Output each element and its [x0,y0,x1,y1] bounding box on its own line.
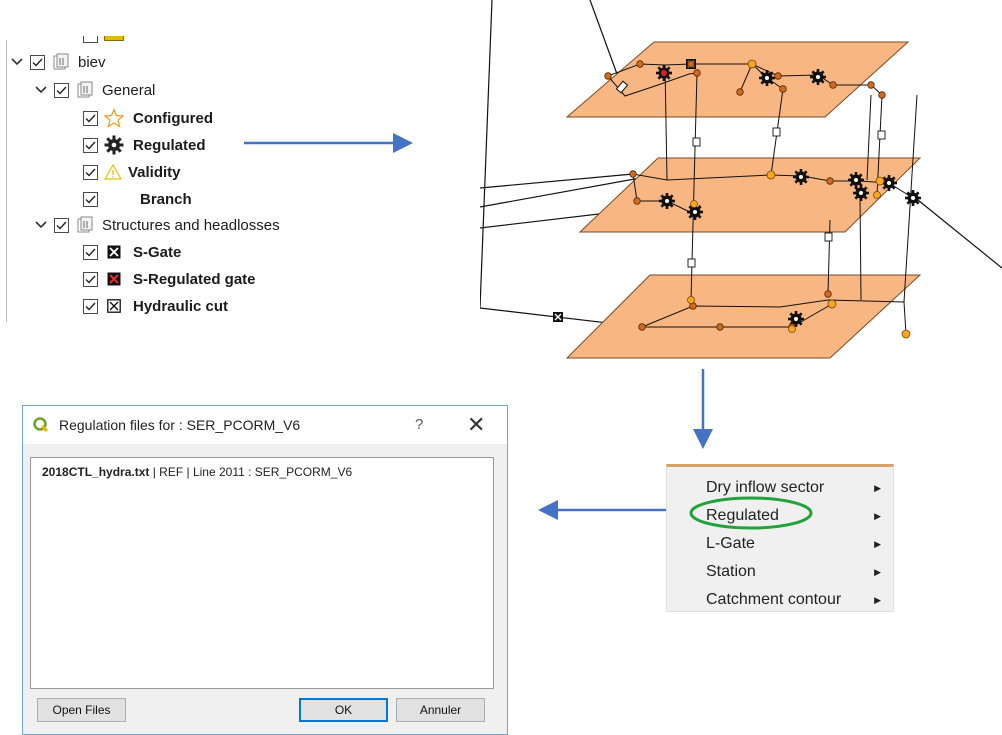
file-detail: | REF | Line 2011 : SER_PCORM_V6 [149,465,353,479]
chevron-down-icon[interactable] [34,83,48,97]
ok-button[interactable]: OK [299,698,388,722]
submenu-arrow-icon: ▶ [874,538,881,549]
plane-bottom [565,274,922,359]
tree-label: Structures and headlosses [102,216,280,234]
menu-item-label: Catchment contour [706,591,842,608]
context-menu: Dry inflow sector ▶ Regulated ▶ L-Gate ▶… [666,464,894,612]
plane-middle [578,157,922,233]
regulation-files-dialog: Regulation files for : SER_PCORM_V6 ? ✕ … [22,405,508,735]
warning-icon [104,162,122,182]
tree-row-biev[interactable]: biev [10,49,106,75]
checkbox[interactable] [83,110,98,126]
menu-item-label: Regulated [706,507,779,524]
tree-label: Regulated [133,136,206,154]
tree-label: Branch [140,190,192,208]
checkbox[interactable] [54,82,69,98]
tree-row-hydraulic-cut[interactable]: Hydraulic cut [83,293,228,319]
tree-label: Hydraulic cut [133,297,229,315]
tree-label: Configured [133,109,213,127]
close-icon[interactable]: ✕ [467,412,486,437]
checkbox[interactable] [83,137,98,153]
tree-label: S-Regulated gate [133,270,256,288]
open-files-button[interactable]: Open Files [37,698,126,722]
tree-row-configured[interactable]: Configured [83,105,213,131]
tree-row-validity[interactable]: Validity [83,159,181,185]
menu-item-label: L-Gate [706,535,755,552]
tree-row-regulated[interactable]: Regulated [83,132,206,158]
checkbox[interactable] [83,36,98,43]
panel-left-border [6,40,7,322]
dialog-title: Regulation files for : SER_PCORM_V6 [59,417,301,433]
submenu-arrow-icon: ▶ [874,594,881,605]
file-name: 2018CTL_hydra.txt [42,465,150,479]
checkbox[interactable] [83,164,98,180]
layer-group-icon [75,80,95,100]
chevron-down-icon[interactable] [34,218,48,232]
submenu-arrow-icon: ▶ [874,510,881,521]
checkbox[interactable] [30,54,45,70]
regulated-gate-icon [104,269,124,289]
regulated-gear-markers [656,65,921,327]
menu-item-label: Dry inflow sector [706,479,825,496]
tree-row-partial [83,320,104,326]
qgis-logo-icon [33,417,49,433]
tree-label: biev [78,53,106,71]
submenu-arrow-icon: ▶ [874,482,881,493]
menu-item-catchment-contour[interactable]: Catchment contour ▶ [667,586,893,614]
checkbox[interactable] [83,191,98,207]
plane-top [565,41,910,118]
tree-row-s-gate[interactable]: S-Gate [83,239,181,265]
checkbox[interactable] [83,325,98,326]
gear-icon [104,135,124,155]
tree-row-structures[interactable]: Structures and headlosses [34,212,280,238]
file-list[interactable]: 2018CTL_hydra.txt | REF | Line 2011 : SE… [30,457,494,689]
tree-row-s-regulated-gate[interactable]: S-Regulated gate [83,266,256,292]
checkbox[interactable] [83,298,98,314]
layer-group-icon [75,215,95,235]
map-canvas[interactable] [480,0,1002,370]
tree-label: General [102,81,156,99]
gate-icon [104,242,124,262]
chevron-down-icon[interactable] [10,55,24,69]
tree-label: Validity [128,163,181,181]
layer-tree-panel: biev General Configured Regulated Validi… [0,36,485,326]
highlight-ellipse [689,496,813,530]
star-icon [104,108,124,128]
dialog-titlebar[interactable]: Regulation files for : SER_PCORM_V6 ? ✕ [23,406,507,444]
menu-item-l-gate[interactable]: L-Gate ▶ [667,530,893,558]
tree-label: S-Gate [133,243,182,261]
submenu-arrow-icon: ▶ [874,566,881,577]
help-icon[interactable]: ? [415,416,424,433]
menu-item-dry-inflow-sector[interactable]: Dry inflow sector ▶ [667,474,893,502]
layer-group-icon [51,52,71,72]
menu-item-regulated[interactable]: Regulated ▶ [667,502,893,530]
checkbox[interactable] [83,271,98,287]
menu-item-label: Station [706,563,756,580]
menu-item-station[interactable]: Station ▶ [667,558,893,586]
checkbox[interactable] [83,244,98,260]
hydraulic-cut-icon [104,296,124,316]
layer-symbol-icon [104,36,124,41]
tree-row-branch[interactable]: Branch [83,186,192,212]
tree-row-general[interactable]: General [34,77,155,103]
checkbox[interactable] [54,217,69,233]
cancel-button[interactable]: Annuler [396,698,485,722]
file-list-item[interactable]: 2018CTL_hydra.txt | REF | Line 2011 : SE… [42,465,352,479]
tree-row-partial [83,36,124,48]
